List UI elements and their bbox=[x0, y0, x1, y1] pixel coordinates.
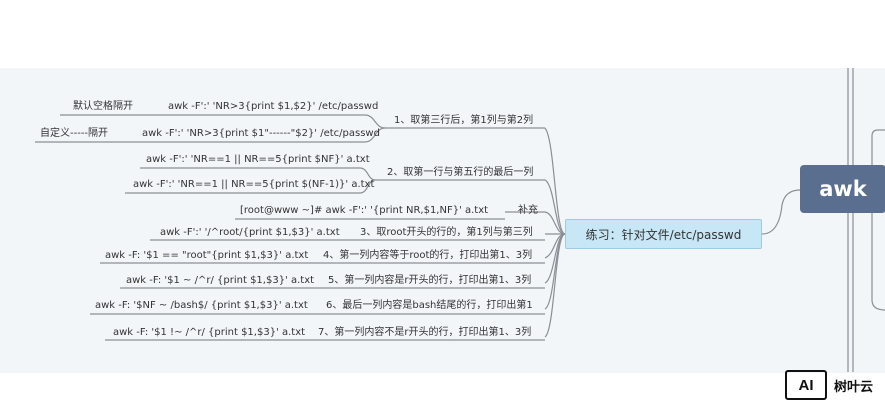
note-node[interactable]: 默认空格隔开 bbox=[73, 101, 133, 112]
branch-7-label[interactable]: 7、第一列内容不是r开头的行，打印出第1、3列 bbox=[318, 327, 532, 338]
command-node[interactable]: [root@www ~]# awk -F':' '{print NR,$1,NF… bbox=[240, 205, 489, 216]
command-node[interactable]: awk -F':' 'NR>3{print $1,$2}' /etc/passw… bbox=[168, 101, 379, 112]
branch-3-label[interactable]: 3、取root开头的行的，第1列与第三列 bbox=[360, 227, 533, 238]
command-node[interactable]: awk -F':' 'NR==1 || NR==5{print $(NF-1)}… bbox=[133, 179, 375, 190]
command-node[interactable]: awk -F: '$1 ~ /^r/ {print $1,$3}' a.txt bbox=[126, 275, 315, 286]
branch-5-label[interactable]: 5、第一列内容是r开头的行，打印出第1、3列 bbox=[328, 275, 532, 286]
branch-supplement-label[interactable]: 补充 bbox=[518, 205, 538, 216]
watermark-logo: AI bbox=[785, 370, 827, 400]
branch-6-label[interactable]: 6、最后一列内容是bash结尾的行，打印出第1 bbox=[326, 300, 533, 311]
branch-4-label[interactable]: 4、第一列内容等于root的行，打印出第1、3列 bbox=[323, 250, 533, 261]
branch-2-label[interactable]: 2、取第一行与第五行的最后一列 bbox=[387, 167, 534, 178]
command-node[interactable]: awk -F: '$1 == "root"{print $1,$3}' a.tx… bbox=[105, 250, 309, 261]
watermark-text: 树叶云 bbox=[834, 379, 874, 395]
exercise-node[interactable]: 练习：针对文件/etc/passwd bbox=[565, 219, 762, 249]
watermark: AI 树叶云 bbox=[785, 369, 873, 401]
command-node[interactable]: awk -F':' 'NR==1 || NR==5{print $NF}' a.… bbox=[146, 154, 370, 165]
note-node[interactable]: 自定义-----隔开 bbox=[40, 128, 109, 139]
command-node[interactable]: awk -F: '$1 !~ /^r/ {print $1,$3}' a.txt bbox=[113, 327, 306, 338]
root-node[interactable]: awk bbox=[800, 165, 885, 213]
command-node[interactable]: awk -F: '$NF ~ /bash$/ {print $1,$3}' a.… bbox=[95, 300, 308, 311]
command-node[interactable]: awk -F':' '/^root/{print $1,$3}' a.txt bbox=[160, 227, 340, 238]
command-node[interactable]: awk -F':' 'NR>3{print $1"------"$2}' /et… bbox=[142, 128, 380, 139]
branch-1-label[interactable]: 1、取第三行后，第1列与第2列 bbox=[394, 115, 534, 126]
